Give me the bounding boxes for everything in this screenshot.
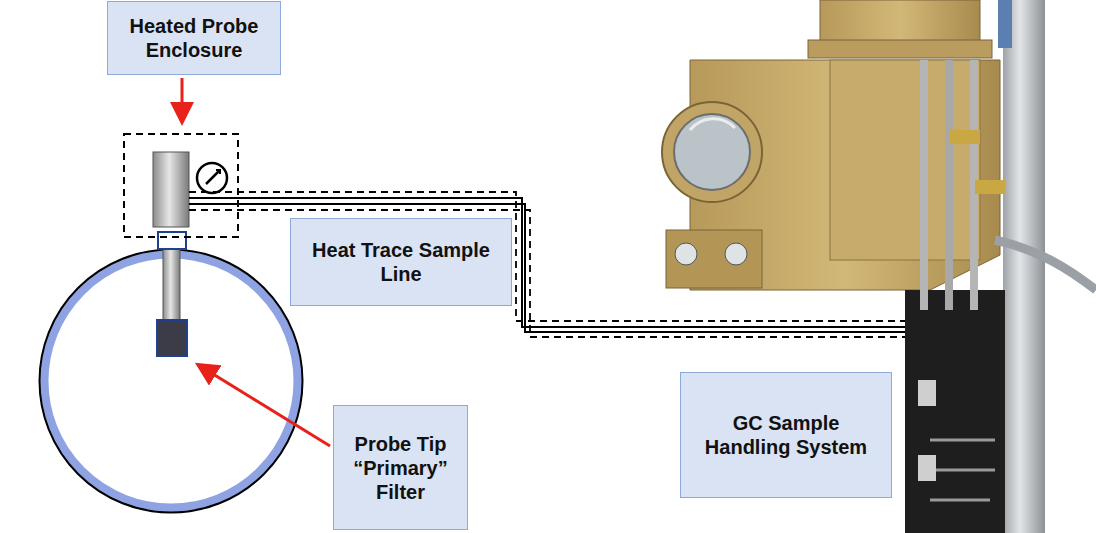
probe xyxy=(153,152,227,356)
label-box: Heated Probe Enclosure xyxy=(107,1,281,75)
label-box: Probe Tip “Primary” Filter xyxy=(333,405,468,530)
box-label: Heat Trace Sample Line xyxy=(301,238,501,286)
label-box: GC Sample Handling System xyxy=(680,372,892,498)
box-label: Probe Tip “Primary” Filter xyxy=(344,432,457,504)
enclosure-outline xyxy=(124,134,238,237)
box-label: Heated Probe Enclosure xyxy=(118,14,270,62)
label-box: Heat Trace Sample Line xyxy=(290,218,512,306)
box-label: GC Sample Handling System xyxy=(691,411,881,459)
gc-analyzer xyxy=(662,0,1096,533)
